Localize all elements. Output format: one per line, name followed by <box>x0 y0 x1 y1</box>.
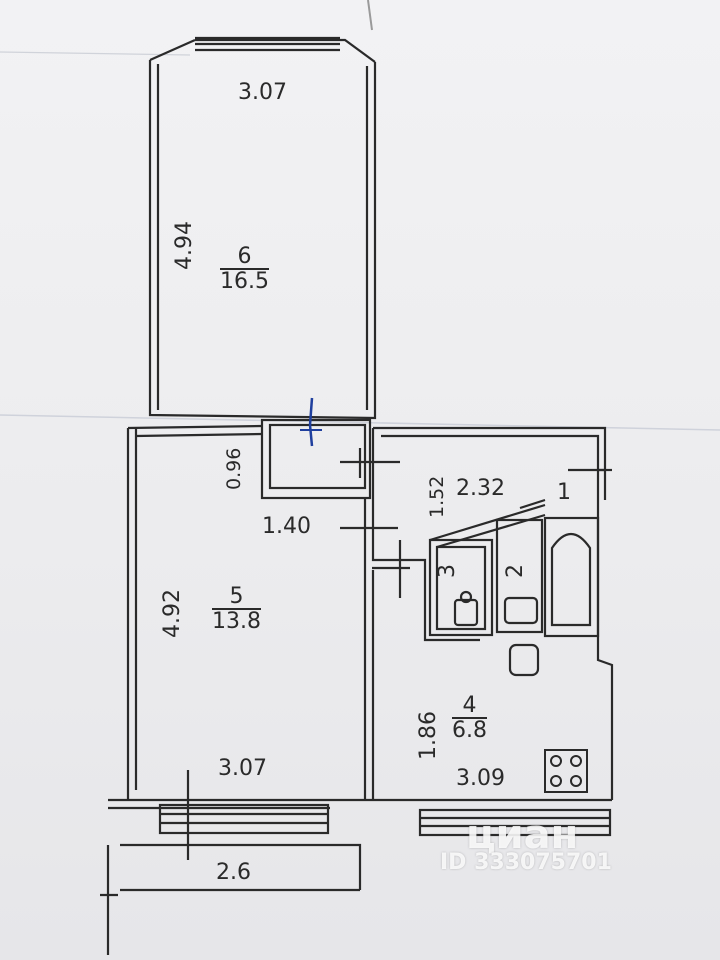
room-1-number: 1 <box>557 480 571 505</box>
balcony-width: 2.6 <box>216 860 251 885</box>
room-4-width: 3.09 <box>456 766 505 791</box>
room-5-length: 4.92 <box>160 589 185 638</box>
room-3-number: 3 <box>435 564 460 578</box>
room-6-number: 6 <box>220 246 269 270</box>
stove-icon <box>544 749 588 793</box>
room-2-length: 2.32 <box>456 476 505 501</box>
balcony-outline <box>100 843 362 955</box>
room-5-area: 13.8 <box>212 609 261 634</box>
room-5-width-top: 1.40 <box>262 514 311 539</box>
bottom-wall <box>108 770 612 860</box>
room-5-label: 5 13.8 <box>212 586 261 633</box>
room-6-length: 4.94 <box>172 221 197 270</box>
room-6-width: 3.07 <box>238 80 287 105</box>
room-6-area: 16.5 <box>220 269 269 294</box>
room-6-outline <box>148 36 377 420</box>
closet-depth: 0.96 <box>223 447 245 490</box>
room-4-area: 6.8 <box>452 718 487 743</box>
room-3-length: 1.52 <box>426 475 448 518</box>
closet-outline <box>260 418 400 500</box>
kitchen-block-outline <box>371 426 614 800</box>
room-5-width-bottom: 3.07 <box>218 756 267 781</box>
room-5-outline <box>126 424 410 800</box>
room-4-depth: 1.86 <box>416 711 441 760</box>
room-5-number: 5 <box>212 586 261 610</box>
room-6-label: 6 16.5 <box>220 246 269 293</box>
room-2-number: 2 <box>503 564 528 578</box>
room-4-label: 4 6.8 <box>452 695 487 742</box>
watermark-id: ID 333075701 <box>440 850 612 875</box>
pen-mark <box>308 397 314 447</box>
watermark-logo: циан <box>466 812 579 858</box>
room-4-number: 4 <box>452 695 487 719</box>
